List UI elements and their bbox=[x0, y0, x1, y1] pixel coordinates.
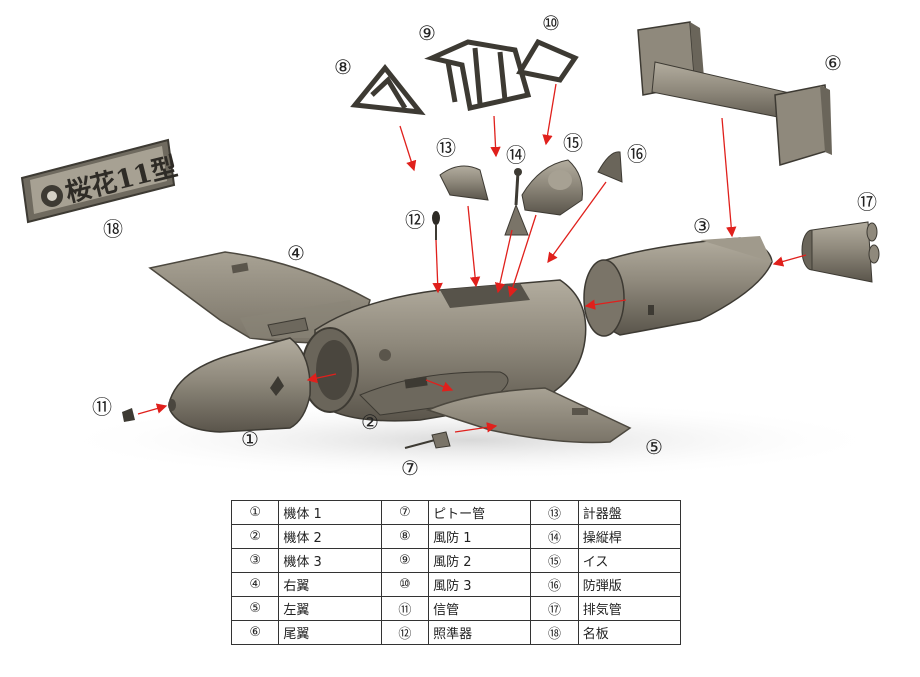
part-name: 風防 2 bbox=[428, 548, 532, 573]
part-number: ⑮ bbox=[530, 548, 579, 573]
exploded-diagram: 桜花11型 bbox=[20, 11, 890, 480]
fuselage-1-part bbox=[168, 337, 311, 433]
part-name: イス bbox=[577, 548, 682, 573]
part-number: ① bbox=[230, 500, 280, 525]
part-name: 防弾版 bbox=[577, 572, 682, 597]
callout-9: ⑨ bbox=[418, 21, 436, 45]
part-number: ③ bbox=[230, 548, 280, 573]
control-stick-part bbox=[504, 168, 529, 236]
part-name: 風防 3 bbox=[428, 572, 532, 597]
callout-13: ⑬ bbox=[436, 136, 456, 160]
part-number: ⑨ bbox=[380, 548, 430, 573]
part-number: ⑫ bbox=[380, 620, 430, 645]
callout-12: ⑫ bbox=[405, 208, 425, 232]
part-name: 左翼 bbox=[278, 596, 382, 621]
part-number: ⑯ bbox=[530, 572, 579, 597]
callout-5: ⑤ bbox=[645, 435, 663, 459]
part-name: 照準器 bbox=[428, 620, 532, 645]
assembly-arrows bbox=[137, 83, 807, 433]
part-number: ⑤ bbox=[230, 596, 280, 621]
part-number: ⑦ bbox=[380, 500, 430, 525]
part-name: 尾翼 bbox=[278, 620, 382, 645]
part-number: ④ bbox=[230, 572, 280, 597]
part-name: 計器盤 bbox=[577, 500, 682, 525]
part-name: 風防 1 bbox=[428, 524, 532, 549]
callout-7: ⑦ bbox=[401, 456, 419, 480]
part-name: 名板 bbox=[577, 620, 682, 645]
instrument-panel-part bbox=[439, 165, 489, 201]
part-number: ⑭ bbox=[530, 524, 579, 549]
exhaust-part bbox=[801, 221, 880, 283]
callout-6: ⑥ bbox=[824, 51, 842, 75]
part-name: ピトー管 bbox=[428, 500, 532, 525]
callout-11: ⑪ bbox=[92, 395, 112, 419]
tail-part bbox=[637, 21, 832, 166]
gunsight-part bbox=[432, 211, 440, 240]
nameplate-part: 桜花11型 bbox=[20, 138, 180, 224]
part-number: ⑪ bbox=[380, 596, 430, 621]
callout-4: ④ bbox=[287, 241, 305, 265]
part-number: ⑰ bbox=[530, 596, 579, 621]
callout-10: ⑩ bbox=[542, 11, 560, 35]
callout-15: ⑮ bbox=[563, 131, 583, 155]
part-number: ⑱ bbox=[530, 620, 579, 645]
part-name: 排気管 bbox=[577, 596, 682, 621]
fuse-part bbox=[122, 408, 135, 422]
callout-2: ② bbox=[361, 410, 379, 434]
part-name: 信管 bbox=[428, 596, 532, 621]
part-number: ⑥ bbox=[230, 620, 280, 645]
part-name: 操縦桿 bbox=[577, 524, 682, 549]
callout-8: ⑧ bbox=[334, 55, 352, 79]
callout-14: ⑭ bbox=[506, 143, 526, 167]
part-number: ② bbox=[230, 524, 280, 549]
seat-part bbox=[521, 159, 583, 216]
callout-17: ⑰ bbox=[857, 190, 877, 214]
pitot-tube-part bbox=[404, 431, 451, 449]
part-number: ⑬ bbox=[530, 500, 579, 525]
callout-18: ⑱ bbox=[103, 217, 123, 241]
fuselage-2-part bbox=[301, 279, 587, 422]
left-wing-part bbox=[425, 387, 632, 444]
part-name: 機体 3 bbox=[278, 548, 382, 573]
part-name: 機体 2 bbox=[278, 524, 382, 549]
part-name: 右翼 bbox=[278, 572, 382, 597]
callout-16: ⑯ bbox=[627, 142, 647, 166]
canopy-1-part bbox=[350, 64, 426, 116]
canopy-3-part bbox=[516, 38, 579, 83]
part-number: ⑩ bbox=[380, 572, 430, 597]
callout-1: ① bbox=[241, 427, 259, 451]
armor-plate-part bbox=[597, 151, 623, 183]
assembly-drawing: 桜花11型 bbox=[20, 21, 890, 480]
part-name: 機体 1 bbox=[278, 500, 382, 525]
canopy-2-part bbox=[424, 39, 532, 112]
fuselage-3-part bbox=[583, 236, 773, 337]
callout-3: ③ bbox=[693, 214, 711, 238]
part-number: ⑧ bbox=[380, 524, 430, 549]
